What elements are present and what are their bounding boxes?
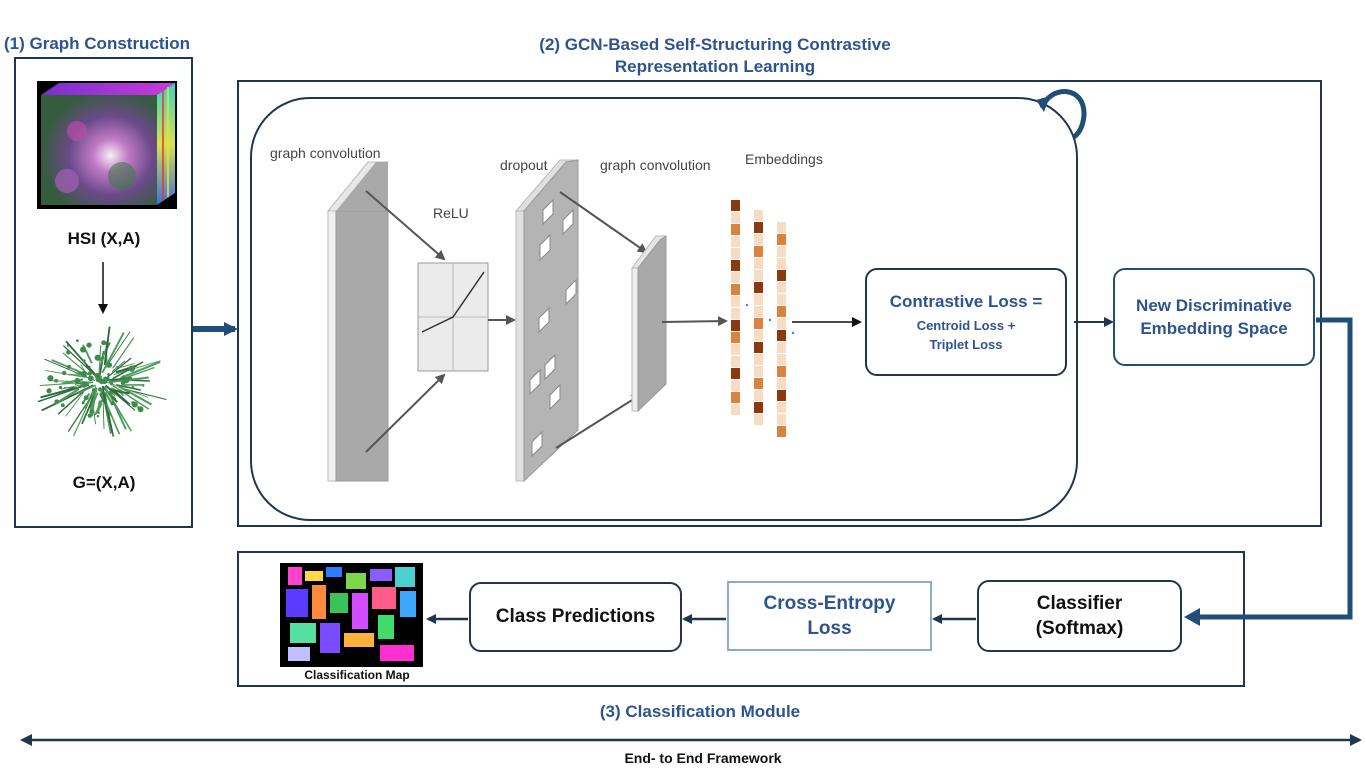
embedding-cell: [777, 402, 786, 413]
embedding-cell: [754, 390, 763, 401]
classifier-line2: (Softmax): [1035, 617, 1124, 639]
classifier-box: Classifier (Softmax): [977, 580, 1182, 652]
hsi-label: HSI (X,A): [67, 229, 141, 248]
graph-label: G=(X,A): [72, 473, 136, 492]
new-embedding-space-box: New Discriminative Embedding Space: [1113, 268, 1315, 366]
cross-entropy-box: Cross-Entropy Loss: [727, 581, 932, 651]
hsi-cube-image: [37, 81, 177, 209]
embedding-cell: [777, 390, 786, 401]
gc1-layer: [335, 210, 389, 482]
section-title-classification: (3) Classification Module: [599, 702, 801, 721]
classification-map-image: [280, 563, 423, 667]
embedding-cell: [777, 378, 786, 389]
embedding-cell: [777, 270, 786, 281]
embedding-cell: [754, 234, 763, 245]
relu-label: ReLU: [433, 205, 469, 221]
dropout-holes: [529, 198, 577, 458]
new-space-line2: Embedding Space: [1140, 318, 1288, 338]
embedding-cell: [754, 282, 763, 293]
embedding-cell: [777, 414, 786, 425]
embedding-cell: [731, 212, 740, 223]
embedding-cell: [777, 306, 786, 317]
embedding-cell: [777, 342, 786, 353]
embedding-cell: [731, 308, 740, 319]
embedding-cell: [731, 272, 740, 283]
embedding-cell: [754, 210, 763, 221]
section-title-graph-construction: (1) Graph Construction: [4, 34, 191, 53]
section-title-gcn-line1: (2) GCN-Based Self-Structuring Contrasti…: [539, 35, 891, 54]
embedding-cell: [777, 330, 786, 341]
embedding-cell: [731, 368, 740, 379]
embedding-cell: [754, 402, 763, 413]
embedding-cell: [777, 426, 786, 437]
space-to-classifier-arrow: [1192, 317, 1353, 620]
embedding-cell: [731, 320, 740, 331]
embedding-cell: [777, 354, 786, 365]
embedding-cell: [731, 284, 740, 295]
embedding-cell: [754, 270, 763, 281]
loop-arrow: [1039, 89, 1087, 139]
embedding-cell: [731, 236, 740, 247]
embedding-cell: [777, 366, 786, 377]
embedding-cell: [731, 380, 740, 391]
gc2-layer: [637, 235, 667, 413]
embedding-cell: [777, 222, 786, 233]
cross-entropy-line2: Loss: [807, 617, 852, 639]
dropout-layer: [523, 159, 579, 483]
embedding-cell: [777, 318, 786, 329]
class-predictions-label: Class Predictions: [495, 606, 656, 627]
embedding-cell: [777, 246, 786, 257]
embedding-cell: [777, 234, 786, 245]
embedding-cell: [777, 294, 786, 305]
embedding-cell: [731, 356, 740, 367]
embedding-cell: [731, 404, 740, 415]
gc2-label: graph convolution: [600, 157, 711, 173]
embedding-cell: [731, 200, 740, 211]
embedding-cell: [754, 414, 763, 425]
graph-image: [30, 320, 170, 460]
embedding-cell: [754, 258, 763, 269]
embedding-cell: [754, 222, 763, 233]
embedding-cell: [754, 246, 763, 257]
centroid-loss-label: Centroid Loss +: [916, 318, 1016, 333]
network-container: [250, 97, 1078, 521]
classification-map-label: Classification Map: [304, 668, 410, 682]
embedding-cell: [754, 354, 763, 365]
embedding-cell: [731, 248, 740, 259]
embedding-columns: [731, 200, 786, 437]
embedding-cell: [754, 378, 763, 389]
embedding-cell: [754, 318, 763, 329]
embeddings-label: Embeddings: [745, 151, 823, 167]
dropout-label: dropout: [500, 157, 548, 173]
embedding-cell: [754, 330, 763, 341]
embedding-cell: [777, 258, 786, 269]
contrastive-loss-box: Contrastive Loss = Centroid Loss + Tripl…: [865, 268, 1067, 376]
embedding-cell: [731, 392, 740, 403]
embedding-cell: [754, 366, 763, 377]
embedding-cell: [731, 344, 740, 355]
end-to-end-label: End- to End Framework: [624, 750, 782, 766]
gc1-label: graph convolution: [270, 145, 381, 161]
gc1-layer-side: [327, 210, 337, 482]
contrastive-loss-title: Contrastive Loss =: [889, 292, 1043, 311]
embedding-cell: [777, 282, 786, 293]
embedding-cell: [731, 332, 740, 343]
triplet-loss-label: Triplet Loss: [929, 337, 1003, 352]
embedding-cell: [754, 294, 763, 305]
embedding-cell: [731, 296, 740, 307]
embedding-cell: [731, 260, 740, 271]
new-space-line1: New Discriminative: [1136, 295, 1292, 315]
section-title-gcn-line2: Representation Learning: [614, 57, 816, 76]
embedding-cell: [754, 342, 763, 353]
embedding-cell: [754, 306, 763, 317]
cross-entropy-line1: Cross-Entropy: [763, 592, 896, 614]
class-predictions-box: Class Predictions: [469, 582, 682, 652]
embedding-cell: [731, 224, 740, 235]
classifier-line1: Classifier: [1036, 592, 1123, 614]
